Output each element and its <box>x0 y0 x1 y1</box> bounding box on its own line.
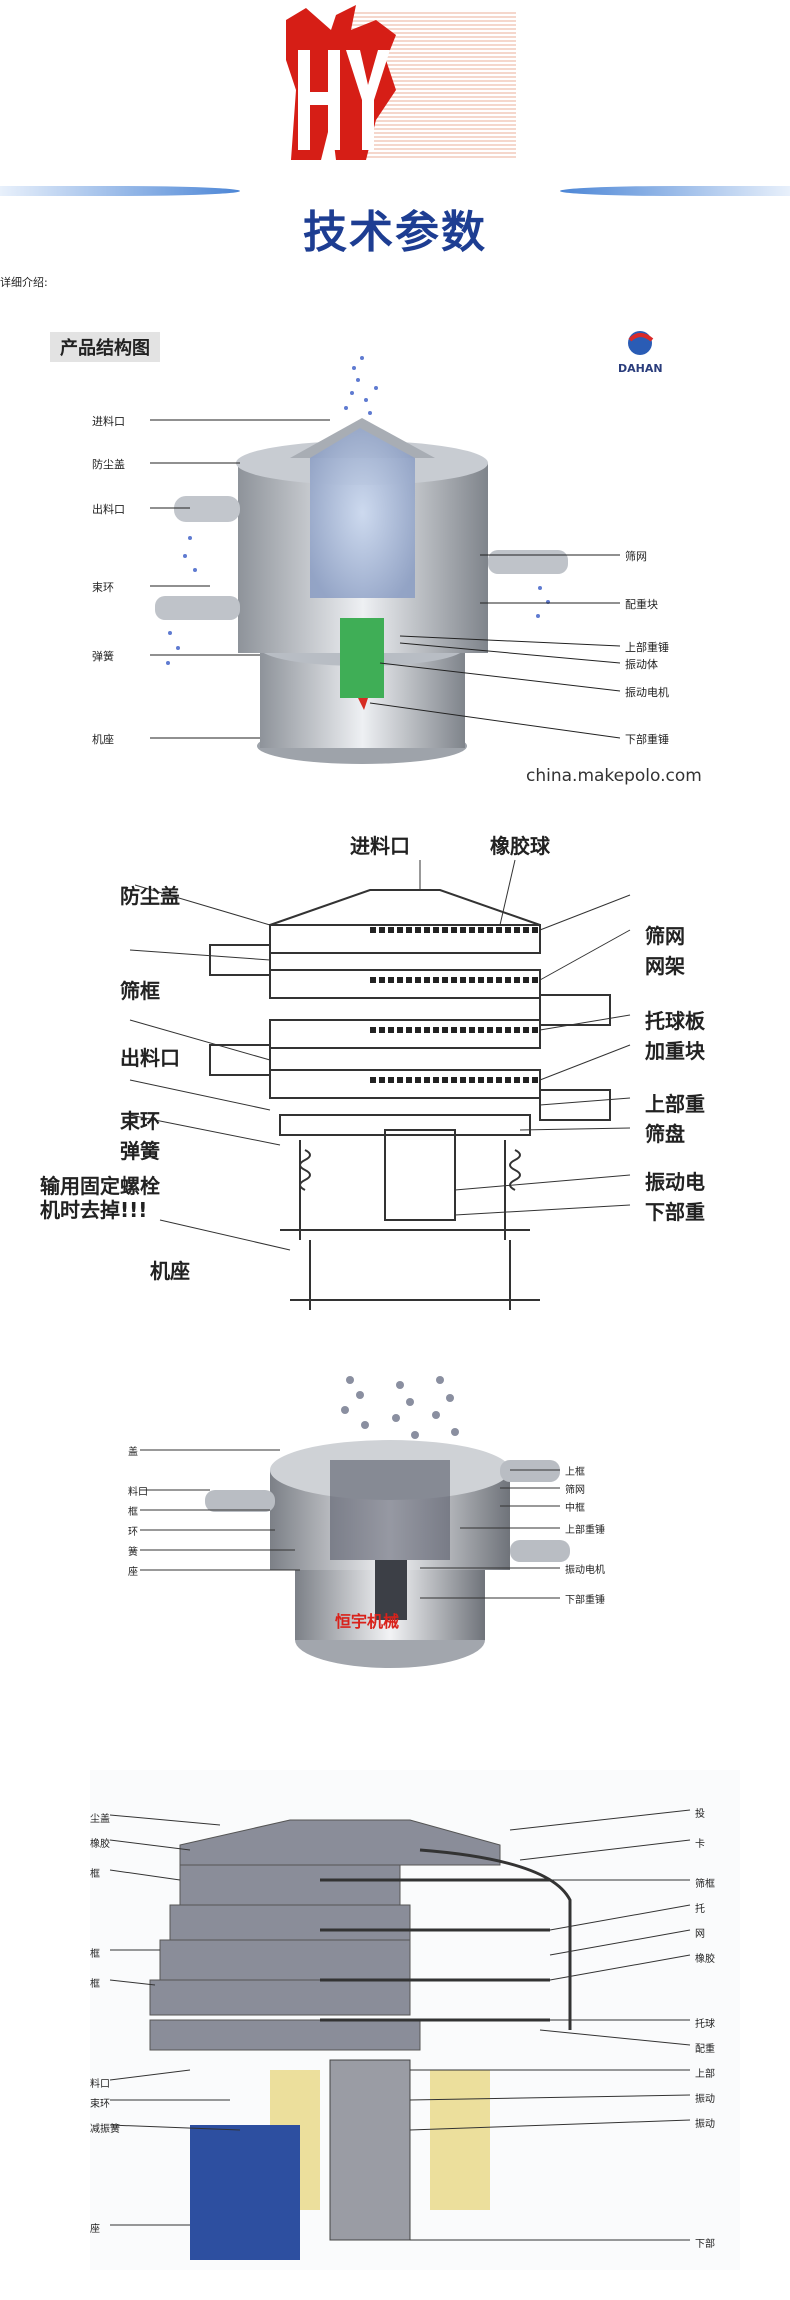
dahan-logo <box>628 331 654 355</box>
label-r3: 托 <box>695 1904 705 1915</box>
label-spring: 簧 <box>128 1547 138 1558</box>
label-vibration-motor: 振动电 <box>645 1170 705 1194</box>
label-dust-cover: 尘盖 <box>90 1814 110 1825</box>
label-vibration-motor: 振动电机 <box>625 686 669 699</box>
label-upper-weight: 上部重 <box>645 1092 705 1116</box>
label-damping-spring: 减振簧 <box>90 2124 120 2135</box>
label-vibrating-body: 振动体 <box>625 658 658 671</box>
label-frame: 框 <box>128 1507 138 1518</box>
label-r1: 卡 <box>695 1839 705 1850</box>
label-ball-tray: 托球板 <box>645 1009 705 1033</box>
label-frame-1: 框 <box>90 1869 100 1880</box>
label-r2: 筛框 <box>695 1879 715 1890</box>
label-r4: 网 <box>695 1929 705 1940</box>
label-screen: 筛网 <box>565 1485 585 1496</box>
watermark-text: 恒宇机械 <box>335 1612 400 1631</box>
label-spring: 弹簧 <box>92 650 114 663</box>
label-base: 座 <box>90 2224 100 2235</box>
label-clamp-ring: 束环 <box>90 2099 110 2110</box>
label-counterweight: 配重块 <box>625 598 658 611</box>
label-r8: 上部 <box>695 2069 715 2080</box>
label-frame-2: 框 <box>90 1949 100 1960</box>
label-outlet: 料口 <box>90 2079 110 2090</box>
label-clamp-ring: 束环 <box>92 581 114 594</box>
source-watermark: china.makepolo.com <box>526 766 702 786</box>
label-r7: 配重 <box>695 2044 715 2055</box>
label-upper-weight: 上部重锤 <box>625 641 669 654</box>
company-logo <box>286 5 516 160</box>
label-feed-inlet: 进料口 <box>350 834 410 858</box>
label-r6: 托球 <box>695 2019 715 2030</box>
label-screen-rack: 网架 <box>645 954 685 978</box>
diagram-line-drawing: 进料口 橡胶球 防尘盖 筛框 出料口 束环 弹簧 输用固定螺栓 机时去掉!!! … <box>20 830 740 1330</box>
diagram-title: 产品结构图 <box>50 332 160 362</box>
label-ring: 环 <box>128 1527 138 1538</box>
label-base: 机座 <box>92 733 114 746</box>
label-base: 座 <box>128 1567 138 1578</box>
label-cover: 盖 <box>128 1447 138 1458</box>
label-spring: 弹簧 <box>120 1139 160 1163</box>
label-upper-frame: 上框 <box>565 1467 585 1478</box>
warning-line-1: 输用固定螺栓 <box>40 1174 160 1198</box>
label-base: 机座 <box>150 1259 190 1283</box>
label-outlet: 料口 <box>128 1487 148 1498</box>
label-r10: 振动 <box>695 2119 715 2130</box>
label-outlet: 出料口 <box>120 1046 180 1070</box>
label-screen-frame: 筛框 <box>120 979 160 1003</box>
header-rule-right <box>560 186 790 196</box>
label-weight-block: 加重块 <box>645 1039 705 1063</box>
label-vibration-motor: 振动电机 <box>565 1565 605 1576</box>
warning-line-2: 机时去掉!!! <box>40 1198 148 1222</box>
label-lower-weight: 下部重锤 <box>625 733 669 746</box>
label-rubber-ball: 橡胶球 <box>490 834 550 858</box>
label-frame-3: 框 <box>90 1979 100 1990</box>
intro-label: 详细介绍: <box>0 276 48 289</box>
page-header: 技术参数 <box>0 0 790 268</box>
header-rule-left <box>0 186 240 196</box>
diagram-product-structure: 产品结构图 DAHAN 进料口 防尘盖 出料口 束环 弹簧 机座 筛网 配重块 … <box>40 318 730 798</box>
diagram-3d-render: 盖 料口 框 环 簧 座 上框 筛网 中框 上部重锤 振动电机 下部重锤 恒宇机… <box>120 1360 700 1760</box>
label-rubber: 橡胶 <box>90 1839 110 1850</box>
label-feed-inlet: 进料口 <box>92 415 125 428</box>
label-middle-frame: 中框 <box>565 1503 585 1514</box>
label-screen: 筛网 <box>625 550 647 563</box>
label-clamp-ring: 束环 <box>120 1109 160 1133</box>
label-dust-cover: 防尘盖 <box>92 458 125 471</box>
page-title: 技术参数 <box>303 207 487 258</box>
label-lower-weight: 下部重 <box>645 1200 705 1224</box>
label-upper-weight: 上部重锤 <box>565 1525 605 1536</box>
label-r9: 振动 <box>695 2094 715 2105</box>
label-lower-weight: 下部重锤 <box>565 1595 605 1606</box>
label-screen-tray: 筛盘 <box>645 1122 685 1146</box>
label-r0: 投 <box>695 1809 705 1820</box>
label-r11: 下部 <box>695 2239 715 2250</box>
brand-label: DAHAN <box>618 362 663 375</box>
label-screen: 筛网 <box>645 924 685 948</box>
label-outlet: 出料口 <box>92 503 125 516</box>
label-dust-cover: 防尘盖 <box>120 884 180 908</box>
diagram-cutaway: 尘盖 橡胶 框 框 框 料口 束环 减振簧 座 投 卡 筛框 托 网 橡胶 托球… <box>90 1770 740 2270</box>
label-r5: 橡胶 <box>695 1954 715 1965</box>
